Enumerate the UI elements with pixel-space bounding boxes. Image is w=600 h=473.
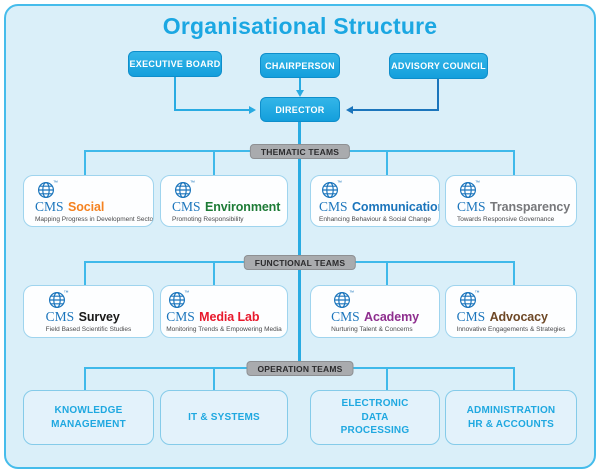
cms-globe-icon: ™ bbox=[331, 290, 357, 309]
team-name: CMS Academy bbox=[331, 309, 419, 324]
connector-drop bbox=[84, 367, 86, 390]
team-name: CMS Communication bbox=[319, 199, 440, 214]
trademark-symbol: ™ bbox=[337, 180, 342, 186]
connector-drop bbox=[213, 150, 215, 175]
team-subtitle: Innovative Engagements & Strategies bbox=[456, 326, 566, 333]
chairperson-label: CHAIRPERSON bbox=[265, 60, 335, 71]
advisory-council-box: ADVISORY COUNCIL bbox=[389, 53, 488, 79]
op-box-electronic-data-processing: ELECTRONIC DATA PROCESSING bbox=[310, 390, 440, 445]
team-box-cms-transparency: ™ CMS Transparency Towards Responsive Go… bbox=[445, 175, 577, 227]
team-name: CMS Media Lab bbox=[166, 309, 260, 324]
team-name: CMS Social bbox=[35, 199, 105, 214]
team-box-cms-social: ™ CMS Social Mapping Progress in Develop… bbox=[23, 175, 154, 227]
team-subtitle: Mapping Progress in Development Sector bbox=[35, 216, 154, 223]
connector-drop bbox=[513, 150, 515, 175]
trademark-symbol: ™ bbox=[184, 290, 190, 296]
trademark-symbol: ™ bbox=[63, 290, 69, 296]
connector-exec-horizontal bbox=[174, 109, 249, 111]
team-box-cms-advocacy: ™ CMS Advocacy Innovative Engagements & … bbox=[445, 285, 577, 338]
connector-advisory-horizontal bbox=[353, 109, 439, 111]
connector-drop bbox=[513, 367, 515, 390]
connector-drop bbox=[213, 367, 215, 390]
op-box-knowledge-management: KNOWLEDGE MANAGEMENT bbox=[23, 390, 154, 445]
team-box-cms-academy: ™ CMS Academy Nurturing Talent & Concern… bbox=[310, 285, 440, 338]
team-subtitle: Enhancing Behaviour & Social Change bbox=[319, 216, 432, 223]
team-name: CMS Survey bbox=[45, 309, 120, 324]
connector-drop bbox=[84, 261, 86, 285]
executive-board-label: EXECUTIVE BOARD bbox=[129, 59, 221, 69]
team-name: CMS Environment bbox=[172, 199, 281, 214]
arrowhead-down-icon bbox=[296, 90, 304, 97]
trademark-symbol: ™ bbox=[190, 180, 195, 186]
cms-globe-icon: ™ bbox=[166, 290, 192, 309]
cms-globe-icon: ™ bbox=[46, 290, 72, 309]
connector-main-trunk bbox=[298, 122, 301, 369]
thematic-teams-label: THEMATIC TEAMS bbox=[249, 144, 351, 159]
connector-exec-vertical bbox=[174, 77, 176, 111]
cms-globe-icon: ™ bbox=[35, 180, 61, 199]
functional-teams-label: FUNCTIONAL TEAMS bbox=[243, 255, 357, 270]
team-subtitle: Field Based Scientific Studies bbox=[45, 326, 132, 333]
team-box-cms-environment: ™ CMS Environment Promoting Responsibili… bbox=[160, 175, 288, 227]
connector-chairperson-director bbox=[299, 78, 301, 91]
team-subtitle: Nurturing Talent & Concerns bbox=[331, 326, 413, 333]
connector-advisory-vertical bbox=[437, 79, 439, 111]
executive-board-box: EXECUTIVE BOARD bbox=[128, 51, 222, 77]
op-box-administration-hr-accounts: ADMINISTRATION HR & ACCOUNTS bbox=[445, 390, 577, 445]
connector-drop bbox=[386, 150, 388, 175]
trademark-symbol: ™ bbox=[475, 180, 480, 186]
cms-globe-icon: ™ bbox=[457, 180, 483, 199]
cms-globe-icon: ™ bbox=[172, 180, 198, 199]
team-box-cms-survey: ™ CMS Survey Field Based Scientific Stud… bbox=[23, 285, 154, 338]
director-box: DIRECTOR bbox=[260, 97, 340, 122]
chairperson-box: CHAIRPERSON bbox=[260, 53, 340, 78]
operation-teams-label: OPERATION TEAMS bbox=[246, 361, 354, 376]
connector-drop bbox=[213, 261, 215, 285]
cms-globe-icon: ™ bbox=[457, 290, 483, 309]
connector-drop bbox=[386, 367, 388, 390]
team-name: CMS Transparency bbox=[457, 199, 571, 214]
connector-drop bbox=[513, 261, 515, 285]
team-subtitle: Monitoring Trends & Empowering Media bbox=[166, 326, 282, 333]
trademark-symbol: ™ bbox=[474, 290, 480, 296]
team-box-cms-media-lab: ™ CMS Media Lab Monitoring Trends & Empo… bbox=[160, 285, 288, 338]
op-box-it-systems: IT & SYSTEMS bbox=[160, 390, 288, 445]
trademark-symbol: ™ bbox=[349, 290, 355, 296]
trademark-symbol: ™ bbox=[53, 180, 58, 186]
page-title: Organisational Structure bbox=[162, 13, 438, 39]
team-subtitle: Towards Responsive Governance bbox=[457, 216, 555, 223]
team-box-cms-communication: ™ CMS Communication Enhancing Behaviour … bbox=[310, 175, 440, 227]
advisory-council-label: ADVISORY COUNCIL bbox=[391, 61, 486, 71]
arrowhead-left-icon bbox=[346, 106, 353, 114]
connector-drop bbox=[84, 150, 86, 175]
team-name: CMS Advocacy bbox=[456, 309, 548, 324]
team-subtitle: Promoting Responsibility bbox=[172, 216, 244, 223]
arrowhead-right-icon bbox=[249, 106, 256, 114]
cms-globe-icon: ™ bbox=[319, 180, 345, 199]
director-label: DIRECTOR bbox=[275, 104, 325, 115]
connector-drop bbox=[386, 261, 388, 285]
